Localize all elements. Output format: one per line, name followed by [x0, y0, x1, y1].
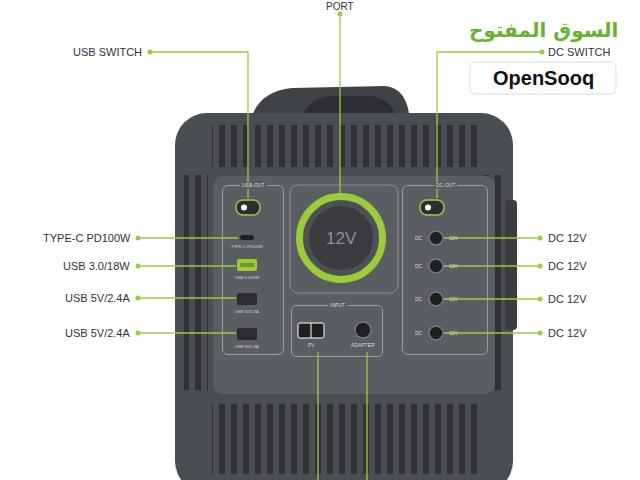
panel-print: USB 5V/2.4A: [235, 309, 259, 314]
switch-dot: [425, 205, 431, 211]
leader-dot: [148, 50, 153, 55]
usb-switch-button: [236, 200, 260, 215]
pv-divider: [311, 323, 312, 338]
body: [175, 113, 513, 480]
dc-out-group: DC-OUT: [402, 185, 488, 355]
usb-port: [237, 259, 257, 271]
callout-label: DC 12V: [548, 259, 587, 273]
adapter-jack: [355, 322, 371, 338]
cigarette-socket: 12V: [296, 193, 386, 283]
panel-print: USB 5V/2.4A: [235, 344, 259, 349]
callout-label: TYPE-C PD100W: [43, 231, 130, 245]
input-group: INPUT: [291, 305, 383, 357]
leader-line: [150, 52, 248, 198]
callout-label: DC 12V: [548, 231, 587, 245]
panel-print: TYPE-C PD100W: [231, 244, 263, 249]
socket-frame: [290, 185, 398, 293]
leader-dot: [538, 236, 543, 241]
callout-label: USB 5V/2.4A: [65, 326, 130, 340]
top-vents: [212, 125, 478, 167]
leader-dot: [136, 236, 141, 241]
left-vents: [184, 175, 208, 390]
leader-line: [444, 265, 540, 266]
leader-line: [138, 237, 238, 238]
panel-print: USB 3.0/18W: [235, 275, 259, 280]
panel-print: 12V: [449, 235, 458, 241]
leader-line: [366, 352, 367, 480]
leader-dot: [136, 296, 141, 301]
leader-line: [444, 237, 540, 238]
panel-print: DC: [415, 235, 422, 241]
panel-print: 12V: [449, 263, 458, 269]
bottom-vents: [212, 404, 478, 474]
switch-dot: [241, 205, 247, 211]
dc-jack: [429, 292, 443, 306]
panel-print: ADAPTER: [351, 342, 375, 348]
callout-label: DC 12V: [548, 326, 587, 340]
callout-label: USB SWITCH: [73, 45, 142, 59]
leader-dot: [538, 331, 543, 336]
callout-label: DC SWITCH: [548, 45, 610, 59]
panel-print: DC: [415, 330, 422, 336]
usb-port: [237, 328, 257, 340]
watermark-box: [470, 62, 616, 94]
usb-port: [237, 293, 257, 305]
callout-label: DC 12V: [548, 292, 587, 306]
leader-dots: [136, 12, 545, 336]
leader-dot: [136, 264, 141, 269]
usb-out-group: USB-OUT: [222, 185, 284, 355]
panel-print: PV: [308, 342, 315, 348]
node-heading: INPUT: [328, 302, 347, 309]
node-heading: DC-OUT: [434, 182, 457, 189]
callout-label: USB 3.0/18W: [63, 259, 130, 273]
watermark: السوق المفتوح: [469, 18, 618, 43]
panel-print: DC: [415, 263, 422, 269]
node-heading: USB-OUT: [240, 182, 267, 189]
type-c-port: [240, 235, 254, 240]
callout-label: USB 5V/2.4A: [65, 291, 130, 305]
panel-print: DC: [415, 296, 422, 302]
usb-port-tongue: [240, 263, 254, 267]
leader-dot: [136, 331, 141, 336]
dc-jack: [429, 231, 443, 245]
front-panel: [213, 176, 495, 394]
panel-print: 12V: [449, 330, 458, 336]
leader-dot: [338, 12, 343, 17]
leader-line: [444, 298, 540, 299]
dc-jack: [429, 259, 443, 273]
watermark: OpenSooq: [493, 66, 594, 91]
leader-line: [317, 352, 318, 480]
callout-label: PORT: [326, 0, 354, 13]
leader-dot: [538, 297, 543, 302]
side-latch: [505, 200, 517, 330]
leader-line: [444, 332, 540, 333]
dc-switch-button: [420, 200, 444, 215]
leader-dot: [540, 50, 545, 55]
pv-port: [298, 323, 324, 338]
leader-dot: [538, 264, 543, 269]
panel-print: 12V: [449, 296, 458, 302]
leader-line: [339, 14, 340, 205]
dc-jack: [429, 326, 443, 340]
node-heading: 12V: [326, 229, 356, 248]
